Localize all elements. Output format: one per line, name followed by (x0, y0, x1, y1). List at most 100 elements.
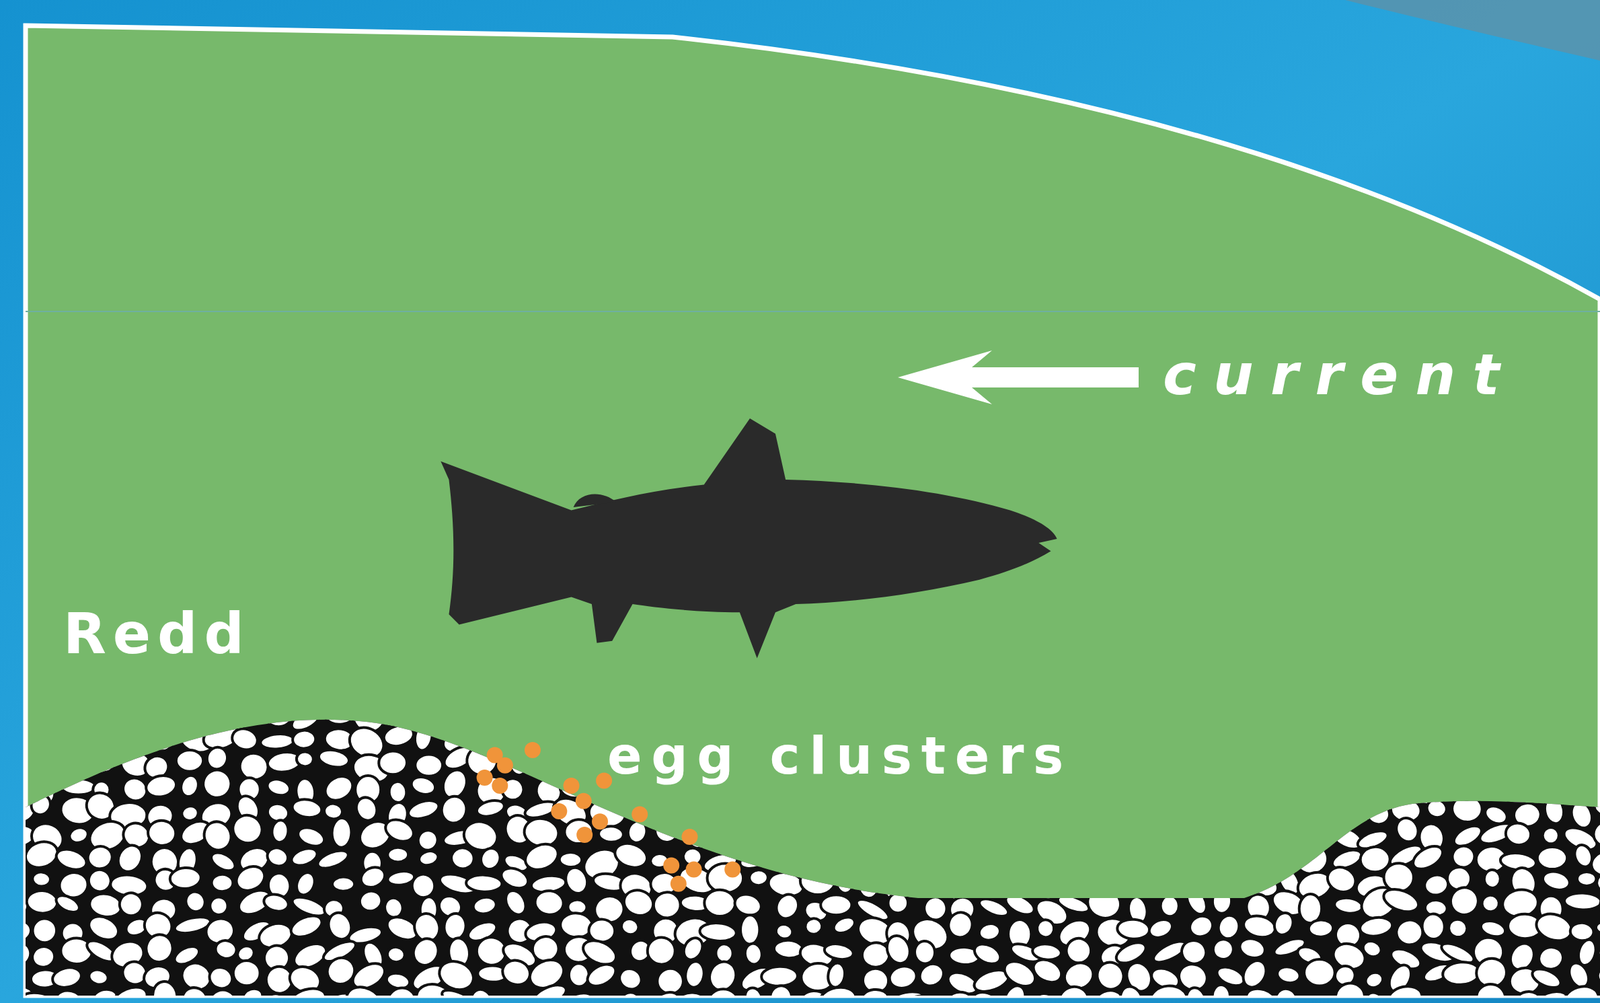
pebble (917, 796, 951, 828)
pebble (1182, 844, 1213, 869)
pebble (654, 700, 675, 725)
pebble (854, 705, 884, 732)
pebble (1160, 894, 1180, 917)
pebble (1210, 729, 1248, 763)
pebble (1237, 935, 1268, 962)
pebble (1000, 982, 1030, 1003)
pebble (1273, 706, 1304, 730)
pebble (556, 677, 601, 718)
arrow-shape (897, 350, 1139, 405)
pebble (271, 819, 290, 843)
pebble (968, 788, 1009, 828)
pebble (820, 894, 852, 915)
pebble (1096, 842, 1132, 878)
pebble (1002, 890, 1038, 919)
pebble (0, 865, 24, 894)
pebble (28, 749, 54, 775)
pebble (232, 960, 260, 986)
pebble (1474, 773, 1503, 799)
pebble (320, 771, 358, 806)
pebble (1388, 748, 1428, 780)
pebble (439, 793, 469, 826)
pebble (1271, 984, 1302, 1003)
pebble (529, 680, 563, 707)
pebble (26, 889, 58, 914)
pebble (558, 772, 596, 799)
adipose-fin (573, 494, 617, 508)
pebble (560, 989, 594, 1003)
pebble (1041, 795, 1066, 820)
pebble (147, 723, 177, 755)
pebble (315, 846, 351, 872)
pebble (1157, 758, 1176, 778)
pebble (1408, 841, 1446, 874)
pebble (1445, 916, 1470, 940)
pebble (0, 702, 33, 739)
pebble (1209, 819, 1247, 852)
pebble (1269, 729, 1298, 750)
pebble (211, 873, 234, 892)
pebble (531, 702, 566, 738)
pebble (850, 799, 886, 827)
pebble (1186, 912, 1216, 941)
pebble (887, 963, 919, 991)
pebble (1449, 702, 1476, 732)
pebble (386, 679, 413, 708)
pebble (858, 678, 896, 711)
pebble (1029, 955, 1066, 987)
pebble (1090, 677, 1126, 714)
pebble (853, 823, 889, 853)
pebble (804, 917, 823, 935)
pebble (1421, 912, 1446, 940)
pebble (199, 766, 235, 802)
pebble (59, 675, 93, 704)
pebble (1247, 817, 1273, 845)
pebble (521, 839, 562, 875)
pebble (975, 820, 1011, 845)
pebble (116, 889, 146, 919)
pebble (412, 722, 435, 752)
pebble (1211, 936, 1236, 962)
pebble (1276, 780, 1303, 799)
pebble (1277, 673, 1303, 702)
pebble (825, 840, 860, 871)
pebble (1055, 891, 1092, 916)
pebble (620, 777, 645, 804)
pebble (618, 694, 662, 732)
pebble (84, 911, 122, 944)
pebble (442, 911, 468, 941)
pebble (805, 702, 824, 730)
pebble (210, 697, 239, 727)
pebble (325, 680, 348, 703)
pebble (264, 844, 291, 869)
pebble (831, 825, 854, 853)
pebble (205, 963, 236, 992)
pebble (1509, 706, 1539, 730)
pebble (1144, 796, 1182, 820)
pebble (1092, 727, 1130, 759)
pebble (1183, 985, 1209, 1003)
pebble (1035, 918, 1056, 939)
pebble (1245, 703, 1273, 729)
pebble (1185, 774, 1214, 808)
pebble (764, 680, 790, 707)
pebble (552, 720, 588, 751)
pebble (1596, 963, 1600, 989)
pebble (1205, 703, 1241, 732)
pebble (648, 987, 684, 1003)
pebble (1181, 747, 1214, 775)
egg (681, 828, 699, 845)
pebble (8, 893, 29, 917)
pebble (712, 708, 743, 730)
pebble (620, 886, 657, 920)
pebble (563, 818, 594, 845)
pebble (262, 992, 286, 1003)
pebble (1116, 983, 1147, 1003)
pebble (1567, 679, 1596, 707)
pebble (892, 794, 919, 826)
pebble (704, 889, 736, 917)
pebble (1368, 684, 1391, 707)
pebble (1592, 819, 1600, 849)
pebble (1599, 748, 1600, 771)
pebble (616, 989, 645, 1003)
